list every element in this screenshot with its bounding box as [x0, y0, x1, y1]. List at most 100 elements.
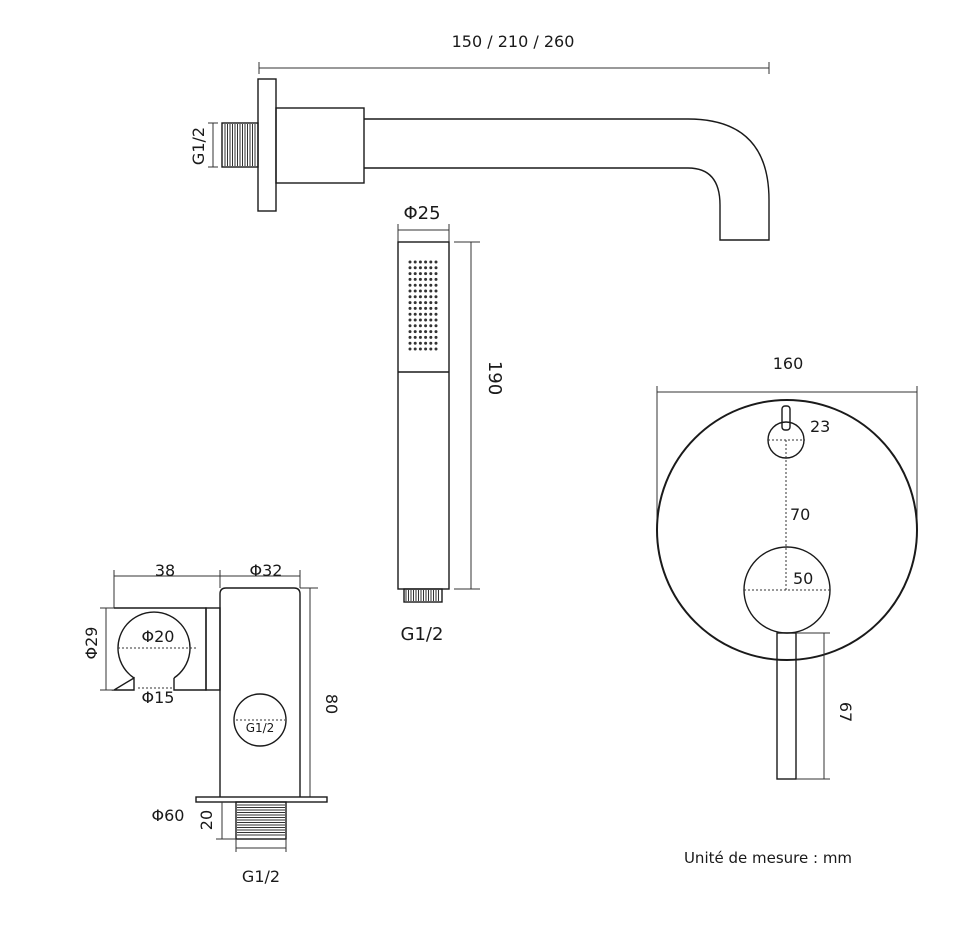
nozzle-dot	[429, 277, 433, 281]
hand-shower-nozzle-grid	[408, 260, 438, 351]
nozzle-dot	[424, 324, 428, 328]
nozzle-dot	[434, 272, 438, 276]
nozzle-dot	[418, 260, 422, 264]
nozzle-dot	[413, 318, 417, 322]
knob-diameter-label: 23	[810, 417, 830, 436]
hand-shower-drawing: Φ25 G1/2 190	[397, 203, 505, 645]
outlet-height-label: 80	[322, 694, 341, 714]
wall-outlet-drawing: 38 Φ32 Φ20 Φ15 Φ29 G1/2 80 Φ60	[82, 561, 341, 886]
nozzle-dot	[408, 318, 412, 322]
spout-pipe	[364, 118, 770, 241]
hand-shower-body	[397, 241, 450, 590]
nozzle-dot	[434, 306, 438, 310]
nozzle-dot	[413, 277, 417, 281]
outlet-flange	[195, 796, 328, 803]
spout-drawing: 150 / 210 / 260 G1/2	[189, 32, 770, 241]
nozzle-dot	[429, 318, 433, 322]
nozzle-dot	[413, 295, 417, 299]
diverter-knob-pin	[781, 405, 791, 431]
spout-length-label: 150 / 210 / 260	[452, 32, 575, 51]
nozzle-dot	[434, 312, 438, 316]
lever-length-label: 67	[836, 702, 855, 722]
nozzle-dot	[434, 330, 438, 334]
outlet-inner-thread-label: G1/2	[246, 721, 275, 735]
nozzle-dot	[418, 312, 422, 316]
nozzle-dot	[429, 306, 433, 310]
nozzle-dot	[424, 295, 428, 299]
outlet-thread-lines	[237, 804, 285, 836]
nozzle-dot	[413, 330, 417, 334]
nozzle-dot	[424, 277, 428, 281]
nozzle-dot	[413, 347, 417, 351]
nozzle-dot	[408, 272, 412, 276]
nozzle-dot	[434, 283, 438, 287]
nozzle-dot	[424, 330, 428, 334]
plate-circle	[656, 399, 918, 661]
thread-length-label: 20	[197, 810, 216, 830]
nozzle-dot	[429, 266, 433, 270]
spout-body	[275, 107, 365, 184]
nozzle-dot	[424, 301, 428, 305]
nozzle-dot	[424, 289, 428, 293]
nozzle-dot	[424, 272, 428, 276]
nozzle-dot	[434, 266, 438, 270]
holder-inner-label: Φ20	[142, 627, 175, 646]
nozzle-dot	[434, 289, 438, 293]
nozzle-dot	[434, 341, 438, 345]
nozzle-dot	[408, 335, 412, 339]
hand-shower-thread	[405, 590, 439, 601]
nozzle-dot	[413, 301, 417, 305]
nozzle-dot	[408, 260, 412, 264]
spout-wall-plate	[257, 78, 277, 212]
nozzle-dot	[429, 335, 433, 339]
nozzle-dot	[418, 347, 422, 351]
nozzle-dot	[418, 324, 422, 328]
spout-thread	[224, 124, 256, 166]
nozzle-dot	[424, 318, 428, 322]
nozzle-dot	[429, 312, 433, 316]
nozzle-dot	[418, 335, 422, 339]
holder-height-label: Φ29	[82, 627, 101, 660]
nozzle-dot	[408, 330, 412, 334]
nozzle-dot	[413, 312, 417, 316]
nozzle-dot	[408, 266, 412, 270]
nozzle-dot	[429, 324, 433, 328]
hand-shower-length-label: 190	[484, 361, 505, 395]
outlet-bottom-thread	[235, 801, 287, 840]
nozzle-dot	[429, 330, 433, 334]
nozzle-dot	[418, 301, 422, 305]
nozzle-dot	[434, 295, 438, 299]
outlet-inner-circle	[233, 693, 287, 747]
nozzle-dot	[408, 277, 412, 281]
holder-gap-label: Φ15	[142, 688, 175, 707]
diverter-plate-drawing: 160 23 70 50 67	[656, 354, 918, 780]
nozzle-dot	[434, 335, 438, 339]
hand-shower-connector	[403, 588, 443, 603]
nozzle-dot	[418, 306, 422, 310]
nozzle-dot	[434, 301, 438, 305]
nozzle-dot	[408, 324, 412, 328]
nozzle-dot	[408, 306, 412, 310]
nozzle-dot	[408, 301, 412, 305]
nozzle-dot	[408, 312, 412, 316]
unit-note: Unité de mesure : mm	[684, 849, 852, 867]
nozzle-dot	[429, 347, 433, 351]
holder-connector	[205, 607, 221, 691]
nozzle-dot	[418, 289, 422, 293]
plate-width-label: 160	[773, 354, 804, 373]
outlet-body	[219, 587, 301, 797]
handle-base-label: 50	[793, 569, 813, 588]
nozzle-dot	[408, 283, 412, 287]
nozzle-dot	[424, 266, 428, 270]
nozzle-dot	[434, 277, 438, 281]
nozzle-dot	[424, 260, 428, 264]
spout-thread-label: G1/2	[189, 127, 208, 165]
nozzle-dot	[413, 335, 417, 339]
nozzle-dot	[424, 335, 428, 339]
nozzle-dot	[408, 295, 412, 299]
nozzle-dot	[418, 341, 422, 345]
flange-diameter-label: Φ60	[152, 806, 185, 825]
nozzle-dot	[413, 272, 417, 276]
holder-width-label: 38	[155, 561, 175, 580]
nozzle-dot	[424, 312, 428, 316]
